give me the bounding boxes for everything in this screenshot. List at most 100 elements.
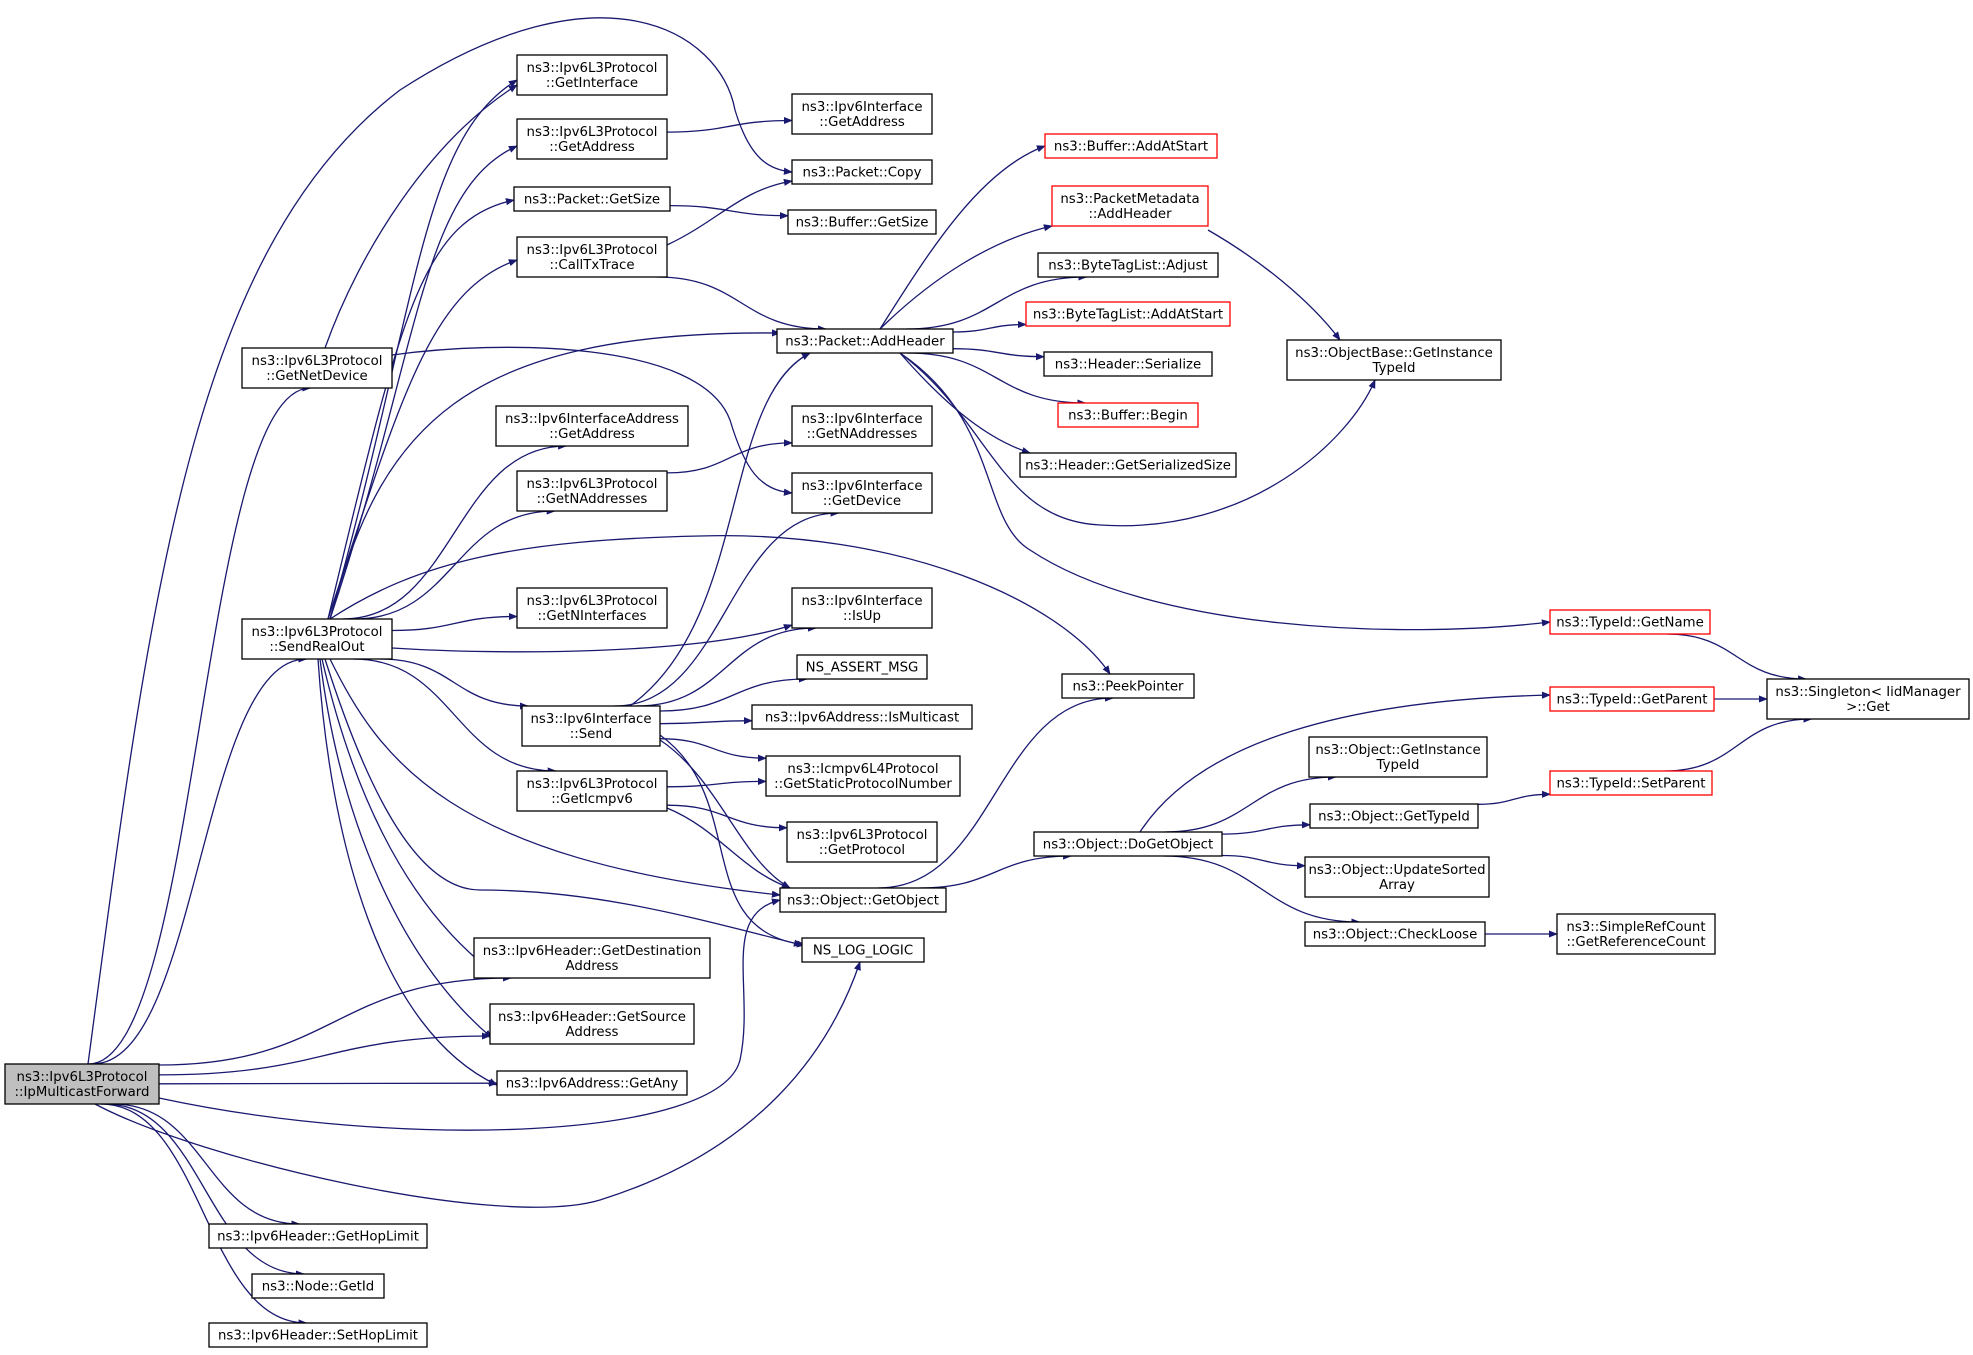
edge-sendrealout-to-addheader xyxy=(329,329,781,620)
node-label-bufbegin-0: ns3::Buffer::Begin xyxy=(1068,409,1188,424)
node-packetcopy[interactable]: ns3::Packet::Copy xyxy=(791,159,933,185)
node-label-geticmpv6-1: ::GetIcmpv6 xyxy=(551,792,633,807)
node-pmaddheader[interactable]: ns3::PacketMetadata::AddHeader xyxy=(1051,185,1209,227)
edge-root-to-loglogic xyxy=(94,961,861,1208)
node-label-ifaddrgetaddress-0: ns3::Ipv6InterfaceAddress xyxy=(505,412,679,427)
node-getstaticproto[interactable]: ns3::Icmpv6L4Protocol::GetStaticProtocol… xyxy=(765,755,961,797)
node-getinterface[interactable]: ns3::Ipv6L3Protocol::GetInterface xyxy=(516,54,668,96)
node-label-pmaddheader-0: ns3::PacketMetadata xyxy=(1060,192,1199,207)
node-getninterfaces[interactable]: ns3::Ipv6L3Protocol::GetNInterfaces xyxy=(516,587,668,629)
node-getany[interactable]: ns3::Ipv6Address::GetAny xyxy=(496,1070,688,1096)
node-label-sendrealout-1: ::SendRealOut xyxy=(269,640,364,655)
node-box-ifisup xyxy=(791,587,933,629)
edge-sendrealout-to-loglogic xyxy=(324,658,803,947)
node-btladjust[interactable]: ns3::ByteTagList::Adjust xyxy=(1037,252,1219,278)
node-addheader[interactable]: ns3::Packet::AddHeader xyxy=(776,328,954,354)
node-hdrgetsersize[interactable]: ns3::Header::GetSerializedSize xyxy=(1019,452,1237,478)
edge-ifsend-to-ifisup xyxy=(636,624,817,707)
node-loglogic[interactable]: NS_LOG_LOGIC xyxy=(801,937,925,963)
node-l3getnaddresses[interactable]: ns3::Ipv6L3Protocol::GetNAddresses xyxy=(516,470,668,512)
node-getnetdevice[interactable]: ns3::Ipv6L3Protocol::GetNetDevice xyxy=(241,347,393,389)
node-typeidgetparent[interactable]: ns3::TypeId::GetParent xyxy=(1549,686,1715,712)
edge-sendrealout-to-getobject xyxy=(329,658,781,898)
edge-dogetobject-to-objgetinsttid xyxy=(1165,773,1337,833)
node-getobject[interactable]: ns3::Object::GetObject xyxy=(779,887,947,913)
node-bufbegin[interactable]: ns3::Buffer::Begin xyxy=(1057,402,1199,428)
node-sendrealout[interactable]: ns3::Ipv6L3Protocol::SendRealOut xyxy=(241,618,393,660)
node-dogetobject[interactable]: ns3::Object::DoGetObject xyxy=(1033,831,1223,857)
node-peekpointer[interactable]: ns3::PeekPointer xyxy=(1061,673,1195,699)
node-box-l3getaddress xyxy=(516,118,668,160)
node-box-buffergetsize xyxy=(787,209,937,235)
node-label-packetgetsize-0: ns3::Packet::GetSize xyxy=(524,193,660,208)
node-nodegetid[interactable]: ns3::Node::GetId xyxy=(251,1273,385,1299)
node-calltxtrace[interactable]: ns3::Ipv6L3Protocol::CallTxTrace xyxy=(516,236,668,278)
edge-addheader-to-hdrserialize xyxy=(952,348,1045,361)
edge-addheader-to-typeidgetname xyxy=(899,352,1551,631)
edge-sendrealout-to-peekpointer xyxy=(329,534,1111,675)
edge-root-to-getdestaddr xyxy=(158,974,512,1066)
node-box-getsrcaddr xyxy=(489,1003,695,1045)
node-box-objgetinsttid xyxy=(1308,736,1488,778)
edge-sendrealout-to-getinterface xyxy=(329,79,518,620)
node-label-ifgetdevice-0: ns3::Ipv6Interface xyxy=(802,479,923,494)
node-buffergetsize[interactable]: ns3::Buffer::GetSize xyxy=(787,209,937,235)
node-label-ifsend-0: ns3::Ipv6Interface xyxy=(531,712,652,727)
node-box-getnetdevice xyxy=(241,347,393,389)
edge-getnetdevice-to-getinterface xyxy=(324,84,518,349)
node-label-typeidsetparent-0: ns3::TypeId::SetParent xyxy=(1556,777,1705,792)
edge-geticmpv6-to-getobject xyxy=(666,807,791,889)
node-label-getinterface-0: ns3::Ipv6L3Protocol xyxy=(527,61,658,76)
node-bufaddatstart[interactable]: ns3::Buffer::AddAtStart xyxy=(1044,133,1218,159)
edge-getobject-to-peekpointer xyxy=(877,694,1114,889)
node-btladdatstart[interactable]: ns3::ByteTagList::AddAtStart xyxy=(1025,301,1231,327)
node-hdrserialize[interactable]: ns3::Header::Serialize xyxy=(1043,351,1213,377)
node-ifaddrgetaddress[interactable]: ns3::Ipv6InterfaceAddress::GetAddress xyxy=(495,405,689,447)
node-label-singletonget-1: >::Get xyxy=(1846,700,1890,715)
node-objgettypeid[interactable]: ns3::Object::GetTypeId xyxy=(1309,803,1479,829)
node-box-ifsend xyxy=(521,705,661,747)
node-box-geticmpv6 xyxy=(516,770,668,812)
edge-sendrealout-to-ifaddrgetaddress xyxy=(342,442,568,620)
node-box-ifaddrgetaddress xyxy=(495,405,689,447)
node-label-ifisup-0: ns3::Ipv6Interface xyxy=(802,594,923,609)
node-typeidsetparent[interactable]: ns3::TypeId::SetParent xyxy=(1549,770,1713,796)
node-label-objbasegettid-0: ns3::ObjectBase::GetInstance xyxy=(1295,346,1493,361)
node-assertmsg[interactable]: NS_ASSERT_MSG xyxy=(796,654,928,680)
node-ifgetdevice[interactable]: ns3::Ipv6Interface::GetDevice xyxy=(791,472,933,514)
node-sethoplimit[interactable]: ns3::Ipv6Header::SetHopLimit xyxy=(208,1322,428,1348)
node-l3getaddress[interactable]: ns3::Ipv6L3Protocol::GetAddress xyxy=(516,118,668,160)
node-label-getany-0: ns3::Ipv6Address::GetAny xyxy=(506,1077,679,1092)
node-box-root xyxy=(4,1063,160,1105)
edge-geticmpv6-to-l3getprotocol xyxy=(666,804,788,832)
edge-sendrealout-to-packetgetsize xyxy=(327,198,515,620)
node-typeidgetname[interactable]: ns3::TypeId::GetName xyxy=(1549,609,1711,635)
node-ifgetnaddresses[interactable]: ns3::Ipv6Interface::GetNAddresses xyxy=(791,405,933,447)
node-label-l3getnaddresses-0: ns3::Ipv6L3Protocol xyxy=(527,477,658,492)
node-checkloose[interactable]: ns3::Object::CheckLoose xyxy=(1304,921,1486,947)
node-geticmpv6[interactable]: ns3::Ipv6L3Protocol::GetIcmpv6 xyxy=(516,770,668,812)
node-root[interactable]: ns3::Ipv6L3Protocol::IpMulticastForward xyxy=(4,1063,160,1105)
node-gethoplimit[interactable]: ns3::Ipv6Header::GetHopLimit xyxy=(208,1223,428,1249)
edge-pmaddheader-to-objbasegettid xyxy=(1207,229,1341,341)
node-getrefcount[interactable]: ns3::SimpleRefCount::GetReferenceCount xyxy=(1556,913,1716,955)
node-box-bufbegin xyxy=(1057,402,1199,428)
node-packetgetsize[interactable]: ns3::Packet::GetSize xyxy=(513,186,671,212)
node-label-getobject-0: ns3::Object::GetObject xyxy=(787,894,939,909)
node-ifgetaddress[interactable]: ns3::Ipv6Interface::GetAddress xyxy=(791,93,933,135)
node-singletonget[interactable]: ns3::Singleton< IidManager >::Get xyxy=(1766,678,1970,720)
edge-calltxtrace-to-packetcopy xyxy=(666,178,793,246)
edge-root-to-getnetdevice xyxy=(88,384,312,1065)
node-l3getprotocol[interactable]: ns3::Ipv6L3Protocol::GetProtocol xyxy=(786,821,938,863)
node-ismulticast[interactable]: ns3::Ipv6Address::IsMulticast xyxy=(751,704,973,730)
node-label-ifsend-1: ::Send xyxy=(570,727,612,742)
node-ifisup[interactable]: ns3::Ipv6Interface::IsUp xyxy=(791,587,933,629)
node-ifsend[interactable]: ns3::Ipv6Interface::Send xyxy=(521,705,661,747)
node-label-updatesorted-1: Array xyxy=(1379,878,1415,893)
node-label-calltxtrace-0: ns3::Ipv6L3Protocol xyxy=(527,243,658,258)
